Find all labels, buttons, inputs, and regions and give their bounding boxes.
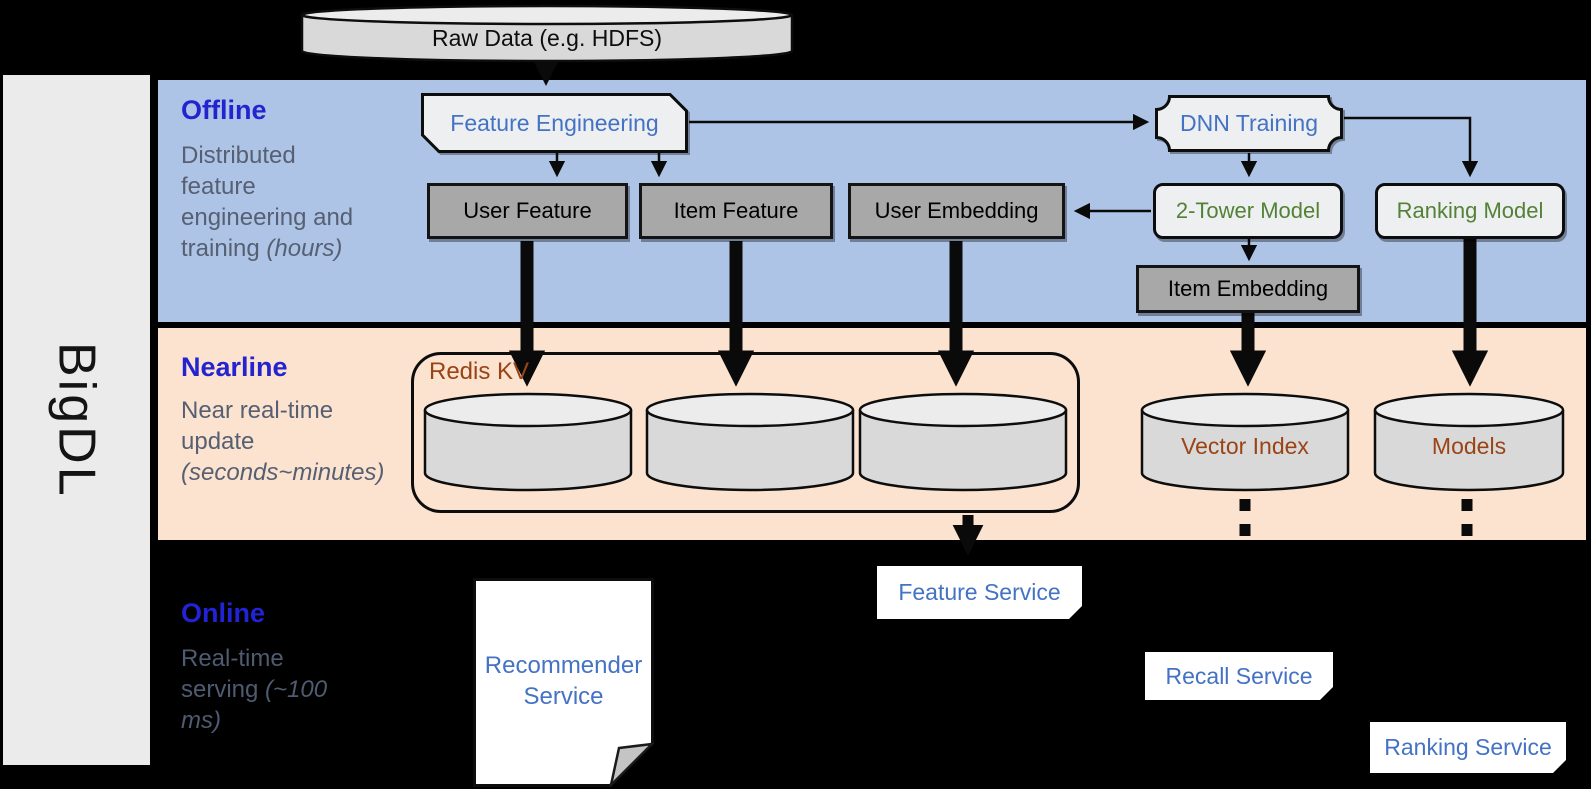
user-feature-box: User Feature [427, 183, 628, 239]
recall-service-box: Recall Service [1145, 652, 1334, 701]
ranking-model-label: Ranking Model [1396, 198, 1544, 223]
ranking-model-box: Ranking Model [1375, 183, 1565, 239]
redis-kv-label: Redis KV [429, 358, 530, 385]
item-embedding-box: Item Embedding [1136, 265, 1360, 313]
nearline-section-description: Near real-time update (seconds~minutes) [181, 397, 385, 486]
ranking-service-label: Ranking Service [1384, 734, 1552, 760]
online-section-description: Real-time serving (~100 ms) [181, 645, 328, 734]
dnn-training-label: DNN Training [1179, 110, 1319, 136]
page-curl-icon [1552, 759, 1567, 774]
dnn-training-node: DNN Training [1155, 95, 1343, 152]
page-curl-icon [608, 742, 656, 789]
recall-service-label: Recall Service [1165, 662, 1313, 689]
online-section-title: Online [181, 598, 266, 628]
nearline-section-title: Nearline [181, 352, 288, 382]
vector-index-label: Vector Index [1181, 433, 1309, 459]
item-feature-label: Item Feature [673, 198, 799, 223]
two-tower-model-box: 2-Tower Model [1153, 183, 1343, 239]
models-store: Models [1373, 391, 1565, 493]
offline-section-title: Offline [181, 95, 267, 125]
ranking-service-box: Ranking Service [1370, 722, 1567, 774]
page-curl-icon [1068, 605, 1083, 620]
bigdl-sidebar: BigDL [3, 75, 150, 765]
models-label: Models [1431, 433, 1507, 459]
item-feature-box: Item Feature [639, 183, 833, 239]
vector-index-store: Vector Index [1140, 391, 1350, 493]
two-tower-model-label: 2-Tower Model [1175, 198, 1321, 223]
recommender-service-label: Recommender Service [484, 652, 643, 710]
recommender-service-document: Recommender Service [473, 578, 656, 789]
feature-service-box: Feature Service [877, 566, 1083, 620]
redis-store-cylinder-3 [858, 391, 1068, 493]
feature-engineering-node: Feature Engineering [421, 93, 688, 153]
feature-engineering-label: Feature Engineering [450, 109, 659, 136]
user-embedding-box: User Embedding [848, 183, 1065, 239]
redis-store-cylinder-2 [645, 391, 855, 493]
bigdl-logo-text: BigDL [47, 341, 106, 499]
raw-data-store: Raw Data (e.g. HDFS) [300, 4, 794, 64]
user-feature-label: User Feature [463, 198, 592, 223]
user-embedding-label: User Embedding [874, 198, 1039, 223]
page-curl-icon [1319, 686, 1334, 701]
raw-data-label: Raw Data (e.g. HDFS) [431, 24, 663, 51]
redis-store-cylinder-1 [423, 391, 633, 493]
feature-service-label: Feature Service [898, 579, 1061, 605]
offline-section-description: Distributed feature engineering and trai… [181, 142, 354, 262]
item-embedding-label: Item Embedding [1167, 276, 1329, 301]
